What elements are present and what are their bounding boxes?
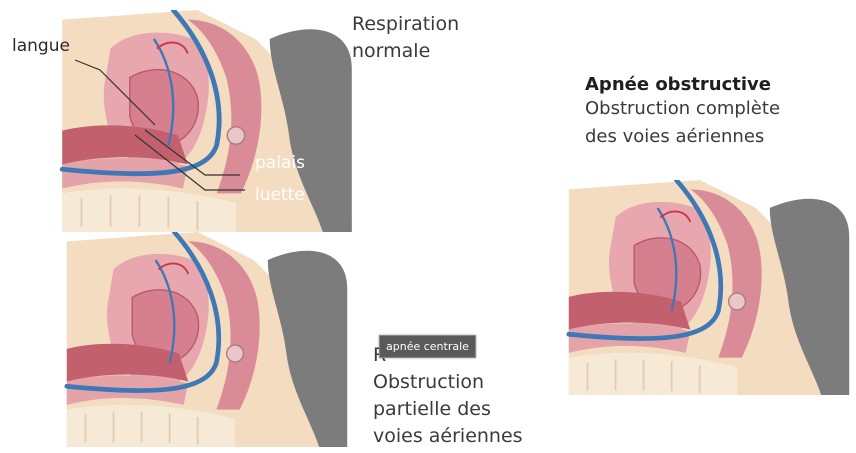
diagram-partial-obstruction	[57, 232, 357, 447]
obstructive-line2: des voies aériennes	[585, 123, 780, 151]
obstructive-line1: Obstruction complète	[585, 95, 780, 123]
caption-normal-line1: Respiration	[352, 11, 459, 38]
caption-partial-line3: voies aériennes	[373, 423, 523, 450]
caption-obstructive: Apnée obstructive Obstruction complète d…	[585, 74, 780, 151]
label-langue: langue	[12, 36, 70, 56]
label-luette: luette	[255, 185, 305, 205]
caption-partial-line1: Obstruction	[373, 369, 523, 396]
anatomy-obstructive-illustration	[563, 180, 855, 395]
caption-partial: R Obstruction partielle des voies aérien…	[373, 342, 523, 450]
label-palais: palais	[255, 153, 305, 173]
caption-partial-line2: partielle des	[373, 396, 523, 423]
obstructive-title: Apnée obstructive	[585, 74, 780, 95]
diagram-obstructive-apnea	[563, 180, 855, 395]
luette-leader-line	[135, 135, 245, 190]
tooltip-apnee-centrale: apnée centrale	[379, 335, 476, 358]
label-leader-lines	[55, 40, 315, 240]
anatomy-partial-illustration	[57, 232, 357, 447]
caption-normal-line2: normale	[352, 38, 459, 65]
langue-leader-line	[75, 60, 155, 125]
palais-leader-line	[145, 130, 240, 175]
caption-normal: Respiration normale	[352, 11, 459, 65]
